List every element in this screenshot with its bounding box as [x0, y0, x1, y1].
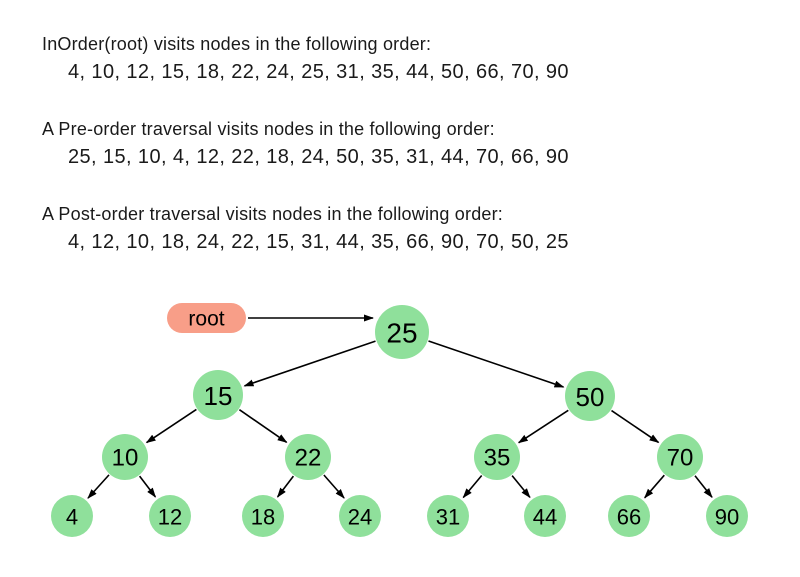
tree-node-label-35: 35 — [484, 445, 511, 472]
tree-node-label-31: 31 — [436, 505, 460, 530]
edge-15-22 — [238, 409, 288, 443]
tree-node-label-12: 12 — [158, 505, 182, 530]
tree-node-label-18: 18 — [251, 505, 275, 530]
traversal-heading: InOrder(root) visits nodes in the follow… — [42, 34, 432, 54]
tree-node-4 — [51, 495, 93, 537]
traversal-sequence: 4, 10, 12, 15, 18, 22, 24, 25, 31, 35, 4… — [68, 61, 569, 83]
tree-node-label-15: 15 — [204, 381, 233, 411]
tree-node-70 — [657, 434, 703, 480]
edge-70-66 — [644, 474, 665, 499]
traversal-block-postorder: A Post-order traversal visits nodes in t… — [0, 200, 569, 256]
edge-22-18 — [276, 475, 295, 498]
tree-node-label-44: 44 — [533, 505, 557, 530]
traversal-sequence: 25, 15, 10, 4, 12, 22, 18, 24, 50, 35, 3… — [68, 146, 569, 168]
tree-node-22 — [285, 434, 331, 480]
tree-node-label-10: 10 — [112, 445, 139, 472]
tree-node-24 — [339, 495, 381, 537]
tree-node-50 — [565, 371, 615, 421]
edge-35-44 — [511, 475, 531, 499]
tree-node-18 — [242, 495, 284, 537]
edge-25-15 — [243, 340, 376, 387]
tree-node-label-66: 66 — [617, 505, 641, 530]
edge-22-24 — [323, 474, 345, 499]
tree-node-label-70: 70 — [667, 445, 694, 472]
tree-node-label-25: 25 — [386, 318, 417, 349]
edge-15-10 — [145, 408, 197, 444]
root-label-text: root — [188, 308, 224, 331]
tree-node-90 — [706, 495, 748, 537]
tree-node-15 — [193, 370, 243, 420]
traversal-block-inorder: InOrder(root) visits nodes in the follow… — [0, 30, 569, 86]
edge-70-90 — [694, 475, 713, 498]
traversal-block-preorder: A Pre-order traversal visits nodes in th… — [0, 115, 569, 171]
tree-node-44 — [524, 495, 566, 537]
tree-node-label-24: 24 — [348, 505, 372, 530]
traversal-heading: A Pre-order traversal visits nodes in th… — [42, 119, 495, 139]
edge-10-12 — [138, 475, 157, 498]
tree-node-66 — [608, 495, 650, 537]
tree-node-label-4: 4 — [66, 505, 78, 530]
root-label-pill — [167, 303, 246, 333]
tree-node-31 — [427, 495, 469, 537]
edge-25-50 — [428, 340, 565, 388]
tree-node-label-90: 90 — [715, 505, 739, 530]
edge-50-35 — [517, 409, 569, 444]
edge-10-4 — [87, 474, 110, 499]
tree-node-label-50: 50 — [576, 382, 605, 412]
tree-node-35 — [474, 434, 520, 480]
traversal-heading: A Post-order traversal visits nodes in t… — [42, 204, 504, 224]
tree-node-12 — [149, 495, 191, 537]
tree-node-label-22: 22 — [295, 445, 322, 472]
traversal-sequence: 4, 12, 10, 18, 24, 22, 15, 31, 44, 35, 6… — [68, 231, 569, 253]
edge-35-31 — [462, 474, 483, 499]
tree-node-10 — [102, 434, 148, 480]
tree-node-25 — [375, 305, 429, 359]
edge-50-70 — [611, 409, 660, 444]
